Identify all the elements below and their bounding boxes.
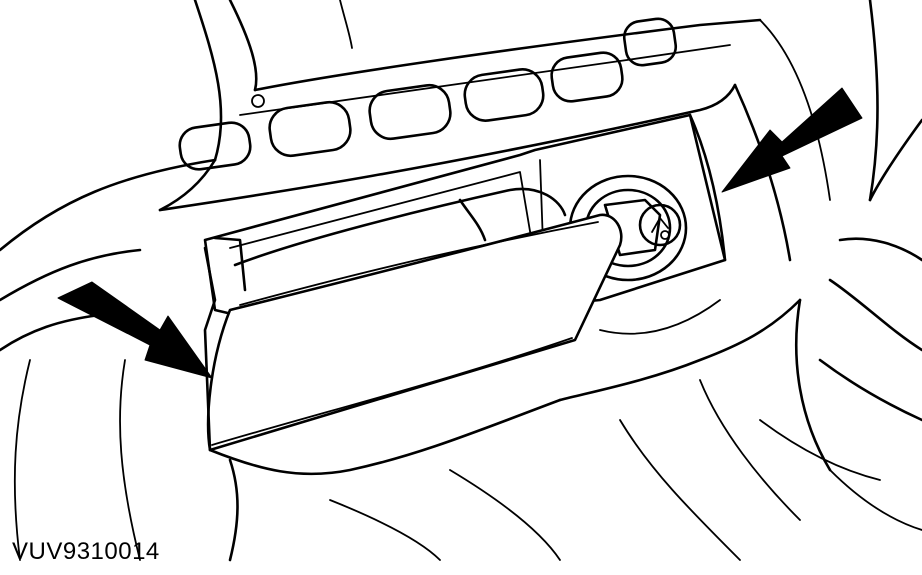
lower-console [208, 298, 922, 562]
switch-blank-2 [268, 100, 352, 158]
dashboard-contours [0, 0, 353, 561]
console-right-trim [688, 0, 922, 422]
switch-blank-4 [463, 68, 545, 122]
switch-blank-3 [368, 83, 452, 141]
right-pointer-arrow [721, 87, 863, 193]
switch-blank-5 [550, 51, 624, 103]
pointer-arrows [57, 87, 863, 379]
left-pointer-arrow [57, 281, 213, 379]
switch-panel [158, 17, 762, 212]
ashtray-drawer [203, 187, 623, 452]
switch-blank-1 [178, 121, 252, 171]
figure-id-label: VUV9310014 [12, 538, 160, 565]
switch-blank-6 [622, 17, 678, 67]
